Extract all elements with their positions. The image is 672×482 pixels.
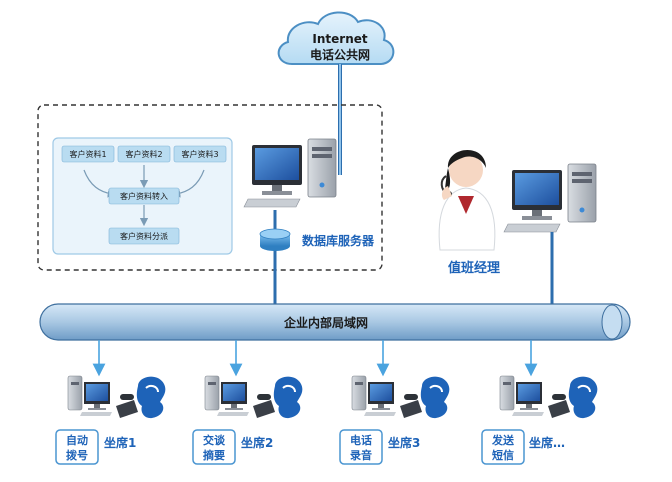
station-4-badge [481, 429, 525, 465]
customer-data-box-3: 客户资料3 [173, 145, 227, 163]
database-server: 数据库服务器 [243, 138, 375, 304]
svg-text:拨号: 拨号 [66, 448, 88, 462]
customer-data-box-2: 客户资料2 [117, 145, 171, 163]
server-zone [37, 104, 383, 271]
svg-text:交谈: 交谈 [203, 433, 226, 447]
customer-data-dispatch-box: 客户资料分派 [108, 227, 180, 245]
hub-icon [259, 228, 291, 251]
internet-cloud: Internet 电话公共网 [277, 11, 395, 65]
manager-computer-icon [503, 163, 597, 233]
customer-data-transfer-box: 客户资料转入 [108, 187, 180, 205]
svg-text:客户资料3: 客户资料3 [181, 149, 218, 159]
svg-text:自动: 自动 [66, 433, 88, 447]
cloud-subtitle: 电话公共网 [310, 47, 370, 62]
svg-text:客户资料2: 客户资料2 [125, 149, 162, 159]
station-1-seat: 坐席1 [104, 435, 136, 450]
svg-text:客户资料1: 客户资料1 [69, 149, 106, 159]
cloud-title: Internet [312, 32, 367, 46]
agent-station-icon [204, 375, 304, 420]
manager-label: 值班经理 [448, 260, 500, 276]
svg-text:摘要: 摘要 [203, 448, 225, 462]
lan-bus: 企业内部局域网 [39, 303, 631, 341]
svg-text:电话: 电话 [350, 433, 372, 447]
station-3-seat: 坐席3 [388, 435, 420, 450]
agent-station-icon [67, 375, 167, 420]
svg-text:短信: 短信 [492, 448, 514, 462]
agent-station-icon [351, 375, 451, 420]
station-1-badge [55, 429, 99, 465]
station-2: 交谈 摘要 坐席2 [192, 340, 304, 465]
lan-label: 企业内部局域网 [283, 315, 368, 330]
server-computer-icon [243, 138, 337, 208]
server-label: 数据库服务器 [302, 233, 375, 248]
manager-person-icon [438, 149, 496, 251]
customer-flow-panel: 客户资料1 客户资料2 客户资料3 客户资料转入 客户资料分派 [52, 137, 233, 255]
customer-data-box-1: 客户资料1 [61, 145, 115, 163]
svg-text:发送: 发送 [491, 433, 515, 447]
station-1: 自动 拨号 坐席1 [55, 340, 167, 465]
station-3: 电话 录音 坐席3 [339, 340, 451, 465]
station-2-seat: 坐席2 [241, 435, 273, 450]
svg-text:客户资料分派: 客户资料分派 [120, 231, 168, 241]
station-4: 发送 短信 坐席… [481, 340, 599, 465]
svg-text:录音: 录音 [350, 448, 372, 462]
station-3-badge [339, 429, 383, 465]
station-2-badge [192, 429, 236, 465]
duty-manager: 值班经理 [438, 149, 597, 304]
station-4-seat: 坐席… [529, 435, 565, 450]
agent-station-icon [499, 375, 599, 420]
svg-text:客户资料转入: 客户资料转入 [120, 191, 168, 201]
